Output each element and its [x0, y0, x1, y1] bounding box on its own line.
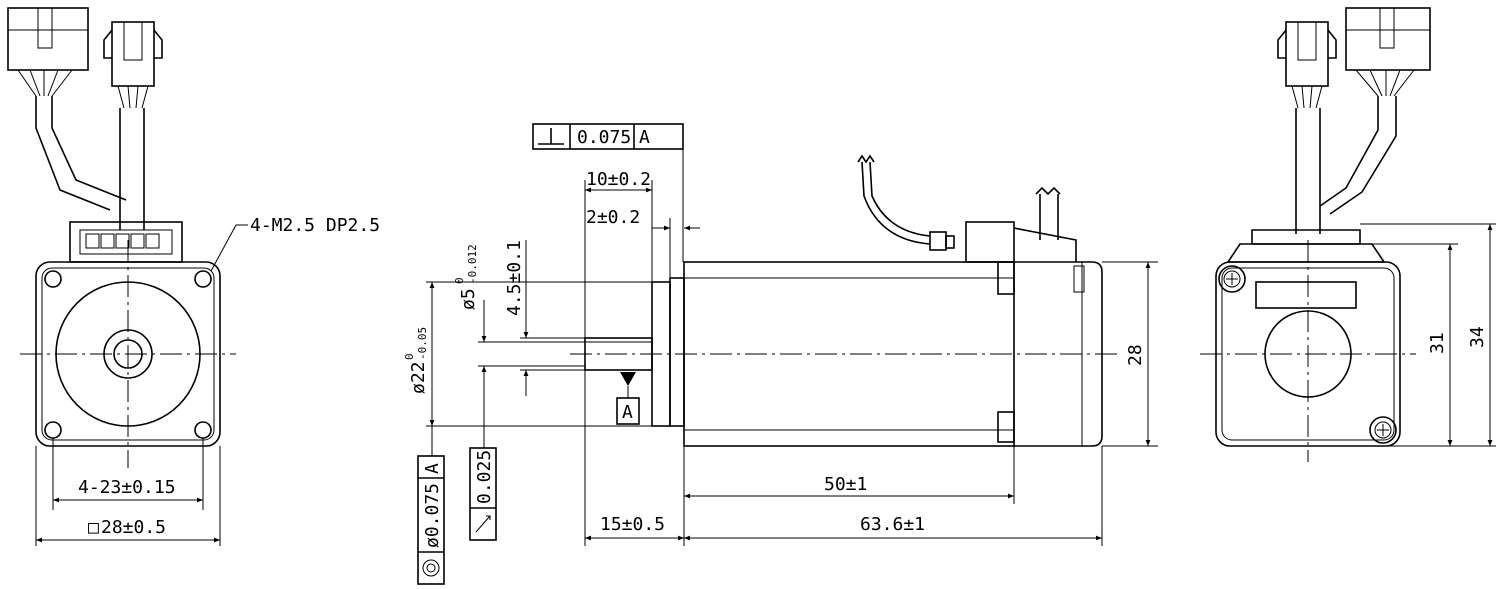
shaft-length-dim: 15±0.5 — [600, 514, 665, 535]
flange-size-dim: 28±0.5 — [101, 517, 166, 538]
body-length-dim: 50±1 — [824, 474, 867, 495]
rear-width-outer-dim: 34 — [1467, 326, 1488, 348]
hole-pitch-dim: 4-23±0.15 — [78, 477, 176, 498]
flange-square-symbol: □ — [88, 517, 99, 538]
shaft-dia-prefix: ø5 — [458, 288, 479, 310]
concentricity-datum: A — [422, 463, 443, 474]
rear-view: 31 34 — [1200, 7, 1496, 462]
side-view: 0.075 A A — [403, 123, 1158, 585]
datum-a-label: A — [622, 402, 633, 423]
side-flange — [669, 277, 685, 427]
spigot-depth-dim: 2±0.2 — [586, 207, 640, 228]
pilot-dia-prefix: ø22 — [408, 361, 429, 394]
perp-datum: A — [639, 127, 650, 148]
shaft-dia-lower: -0.012 — [466, 244, 479, 284]
perpendicularity-frame: 0.075 A — [532, 123, 684, 262]
terminal-block — [69, 221, 183, 263]
runout-frame: 0.025 — [469, 447, 497, 541]
total-length-dim: 63.6±1 — [860, 514, 925, 535]
runout-tol: 0.025 — [474, 450, 495, 504]
concentricity-tol: ø0.075 — [422, 483, 443, 548]
rear-encoder-connector — [1319, 7, 1431, 215]
mount-hole-note: 4-M2.5 DP2.5 — [250, 215, 380, 236]
rear-power-connector — [1277, 21, 1337, 234]
pilot-dia-upper: 0 — [403, 353, 416, 360]
front-view: 4-M2.5 DP2.5 4-23±0.15 □ 28±0.5 — [7, 7, 380, 546]
flat-depth-dim: 4.5±0.1 — [504, 240, 525, 316]
concentricity-frame: ø0.075 A — [417, 455, 445, 585]
power-connector — [103, 21, 163, 230]
flange-thickness-dim: 10±0.2 — [586, 169, 651, 190]
side-cable — [861, 161, 931, 245]
height-dim: 28 — [1125, 344, 1146, 366]
rear-label-plate — [1255, 281, 1357, 309]
pilot-dia-lower: -0.05 — [416, 327, 429, 360]
rear-width-inner-dim: 31 — [1427, 332, 1448, 354]
perp-tol: 0.075 — [577, 127, 631, 148]
shaft-dia-upper: 0 — [453, 277, 466, 284]
rear-screws — [1218, 265, 1397, 444]
encoder-connector — [7, 7, 127, 211]
